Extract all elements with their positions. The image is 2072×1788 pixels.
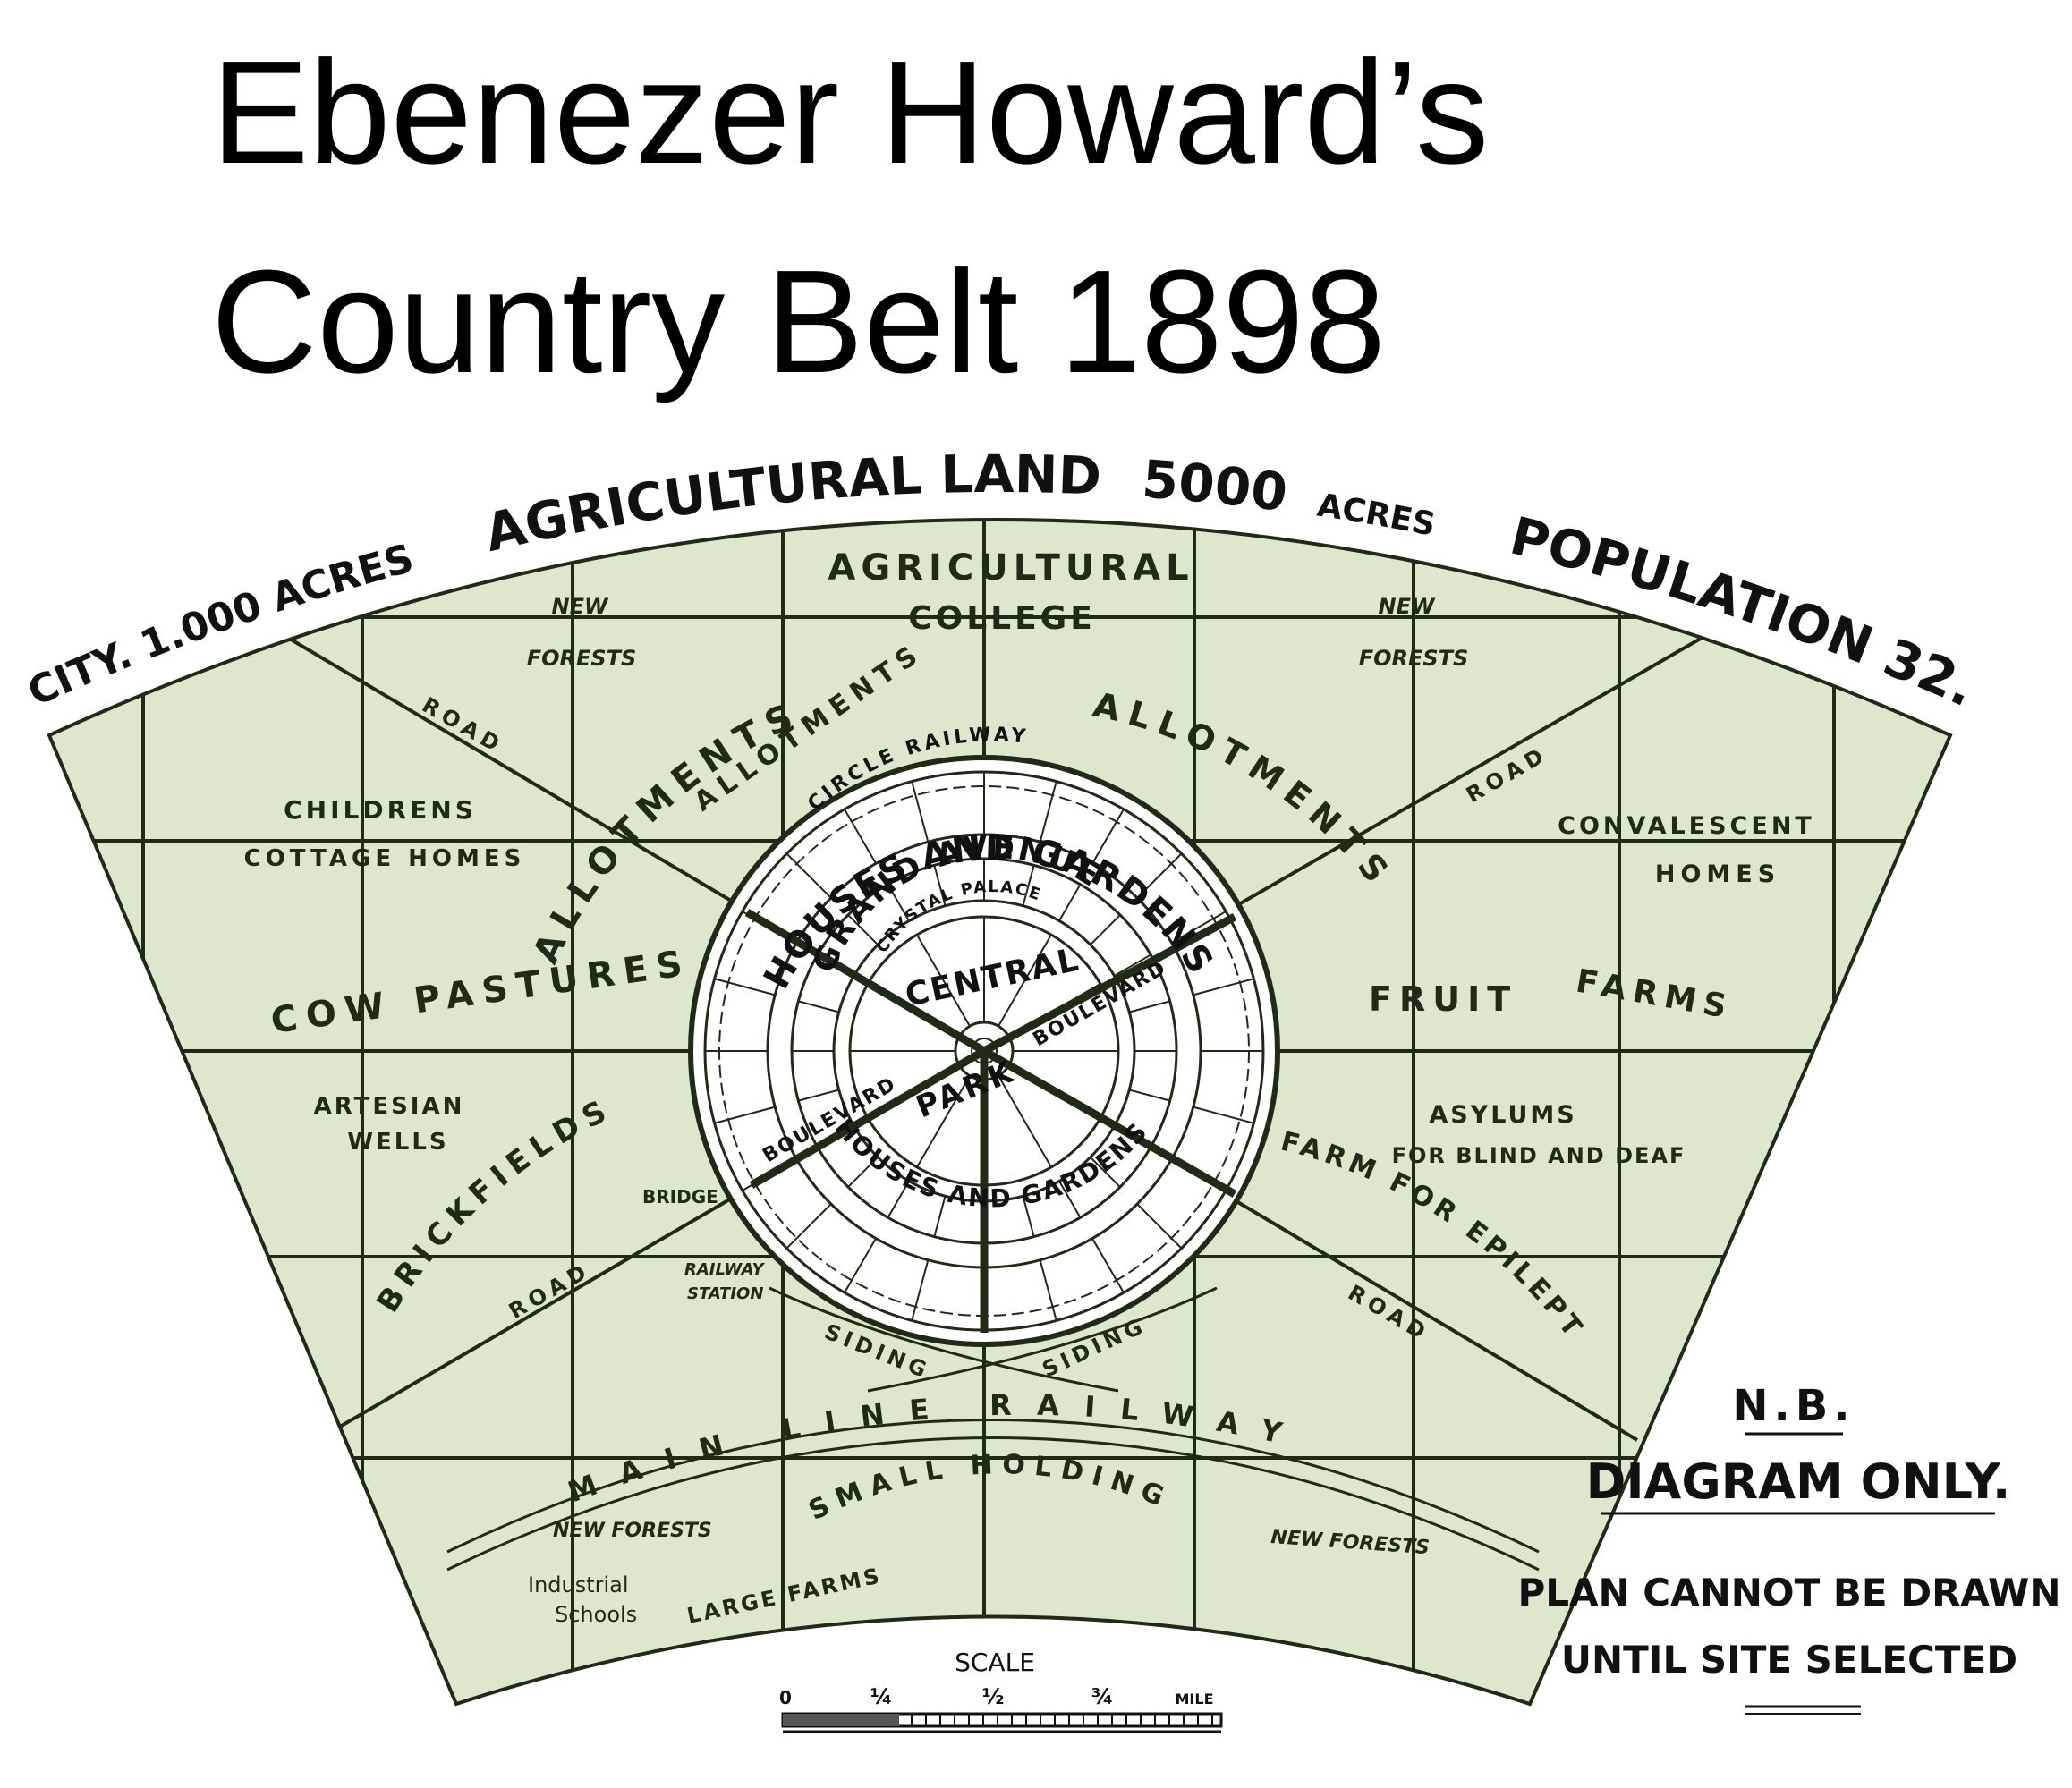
ward-spoke	[1058, 1180, 1082, 1218]
note-plan-line2: UNTIL SITE SELECTED	[1561, 1638, 2017, 1682]
ward-spoke	[1039, 781, 1057, 843]
ward-spoke	[1193, 978, 1254, 996]
ward-spoke	[1091, 809, 1125, 864]
note-plan-line1: PLAN CANNOT BE DRAWN	[1517, 1571, 2060, 1614]
ward-spoke	[1091, 1238, 1125, 1293]
label-acres-word: ACRES	[1315, 487, 1439, 544]
ward-spoke	[1039, 1259, 1057, 1321]
label-fruit-farms-1: FRUIT	[1369, 979, 1517, 1019]
label-convalescent-2: HOMES	[1655, 860, 1780, 888]
label-asylums-2: FOR BLIND AND DEAF	[1392, 1143, 1686, 1168]
ward-spoke	[714, 978, 776, 996]
scale-tick-4: MILE	[1176, 1691, 1214, 1707]
ward-spoke	[998, 934, 1052, 1027]
label-childrens-2: COTTAGE HOMES	[244, 845, 526, 872]
label-bridge: BRIDGE	[642, 1186, 718, 1208]
ward-spoke	[1113, 953, 1151, 977]
ward-spoke	[1022, 865, 1035, 906]
label-new-forests-nw-2: FORESTS	[527, 646, 637, 671]
main-line-railway	[446, 1286, 1540, 1572]
label-railway-station-2: STATION	[687, 1284, 763, 1303]
nb-note: N.B. DIAGRAM ONLY. PLAN CANNOT BE DRAWN …	[1517, 1381, 2061, 1715]
ward-spoke	[911, 781, 930, 843]
ward-spoke	[916, 934, 971, 1027]
ward-spoke	[798, 1089, 839, 1102]
ward-spoke	[1193, 1106, 1254, 1124]
boulevards	[744, 909, 1237, 1333]
ward-spoke	[887, 1180, 910, 1218]
ward-spoke	[844, 809, 877, 864]
label-industrial-1: Industrial	[528, 1572, 629, 1597]
ward-spoke	[1022, 1196, 1035, 1237]
scale-tick-1: ¼	[870, 1684, 893, 1709]
ward-spoke	[1136, 852, 1183, 899]
ward-spoke	[847, 914, 879, 945]
ward-spoke	[1058, 884, 1082, 922]
label-new-forests-nw-1: NEW	[552, 594, 609, 619]
label-new-forests-ne-2: FORESTS	[1359, 646, 1469, 671]
label-railway-station-1: RAILWAY	[684, 1260, 765, 1279]
label-industrial-2: Schools	[555, 1602, 637, 1627]
note-nb: N.B.	[1732, 1381, 1855, 1431]
ward-spoke	[714, 1106, 776, 1124]
label-childrens-1: CHILDRENS	[284, 795, 477, 825]
ward-spoke	[933, 1196, 947, 1237]
ward-spoke	[785, 852, 832, 899]
ward-spoke	[1129, 1000, 1170, 1013]
label-agricultural-college-2: COLLEGE	[908, 600, 1096, 637]
ward-spoke	[847, 1157, 879, 1188]
label-artesian-1: ARTESIAN	[314, 1093, 465, 1120]
ward-spoke	[887, 884, 910, 922]
scale-title: SCALE	[955, 1648, 1035, 1677]
ward-spoke	[844, 1238, 877, 1293]
ward-spoke	[1129, 1089, 1170, 1102]
ward-spoke	[1171, 911, 1227, 944]
title-line-2: Country Belt 1898	[211, 240, 1386, 403]
label-new-forests-sw: NEW FORESTS	[553, 1520, 712, 1542]
label-agricultural-college-1: AGRICULTURAL	[828, 547, 1193, 589]
ward-spoke	[1090, 1157, 1121, 1188]
ward-spoke	[911, 1259, 930, 1321]
scale-tick-0: 0	[779, 1687, 792, 1708]
note-diagram-only: DIAGRAM ONLY.	[1586, 1453, 2011, 1510]
garden-city	[688, 755, 1280, 1347]
label-new-forests-ne-1: NEW	[1379, 594, 1436, 619]
label-artesian-2: WELLS	[347, 1129, 448, 1156]
label-acreage: 5000	[1140, 448, 1290, 523]
scale-tick-3: ¾	[1091, 1684, 1114, 1709]
ward-spoke	[933, 865, 947, 906]
ward-spoke	[1136, 1203, 1183, 1250]
ward-spoke	[1090, 914, 1121, 945]
label-asylums-1: ASYLUMS	[1429, 1101, 1576, 1129]
ward-spoke	[785, 1203, 832, 1250]
ward-spoke	[916, 1075, 971, 1168]
scale-bar: SCALE 0 ¼ ½ ¾ MILE	[779, 1648, 1223, 1733]
ward-spoke	[998, 1075, 1052, 1168]
ward-spoke	[798, 1000, 839, 1013]
scale-tick-2: ½	[982, 1684, 1005, 1709]
title-line-1: Ebenezer Howard’s	[211, 30, 1490, 194]
label-convalescent-1: CONVALESCENT	[1558, 812, 1815, 840]
